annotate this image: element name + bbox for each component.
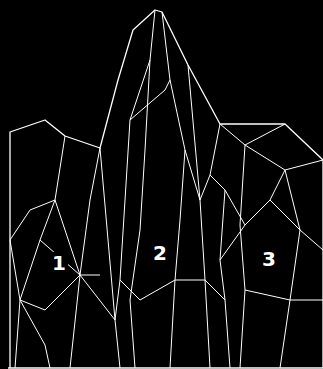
callout-number: 1 bbox=[50, 252, 68, 274]
facet bbox=[280, 230, 300, 368]
facet bbox=[100, 148, 120, 368]
outline bbox=[10, 10, 323, 368]
facet bbox=[170, 150, 185, 368]
facet bbox=[188, 65, 200, 200]
facet bbox=[120, 280, 175, 300]
facet bbox=[220, 124, 285, 145]
facet bbox=[245, 290, 323, 300]
facet bbox=[20, 275, 80, 310]
callout-number: 3 bbox=[260, 248, 278, 270]
facet bbox=[245, 170, 285, 225]
facet bbox=[130, 60, 150, 368]
facet bbox=[220, 225, 245, 260]
facet bbox=[10, 200, 55, 240]
facet bbox=[220, 190, 230, 368]
facet bbox=[270, 200, 300, 230]
facet bbox=[210, 175, 245, 225]
facet bbox=[130, 80, 170, 120]
facet bbox=[115, 10, 155, 320]
facet bbox=[245, 145, 323, 170]
crystal-lines bbox=[8, 10, 323, 368]
facet bbox=[240, 145, 245, 368]
facet bbox=[285, 170, 323, 250]
facet bbox=[200, 124, 220, 200]
facet bbox=[80, 275, 115, 320]
facet bbox=[175, 280, 225, 300]
callout-number: 2 bbox=[151, 242, 169, 264]
facet bbox=[162, 12, 200, 200]
baseline bbox=[8, 367, 323, 368]
